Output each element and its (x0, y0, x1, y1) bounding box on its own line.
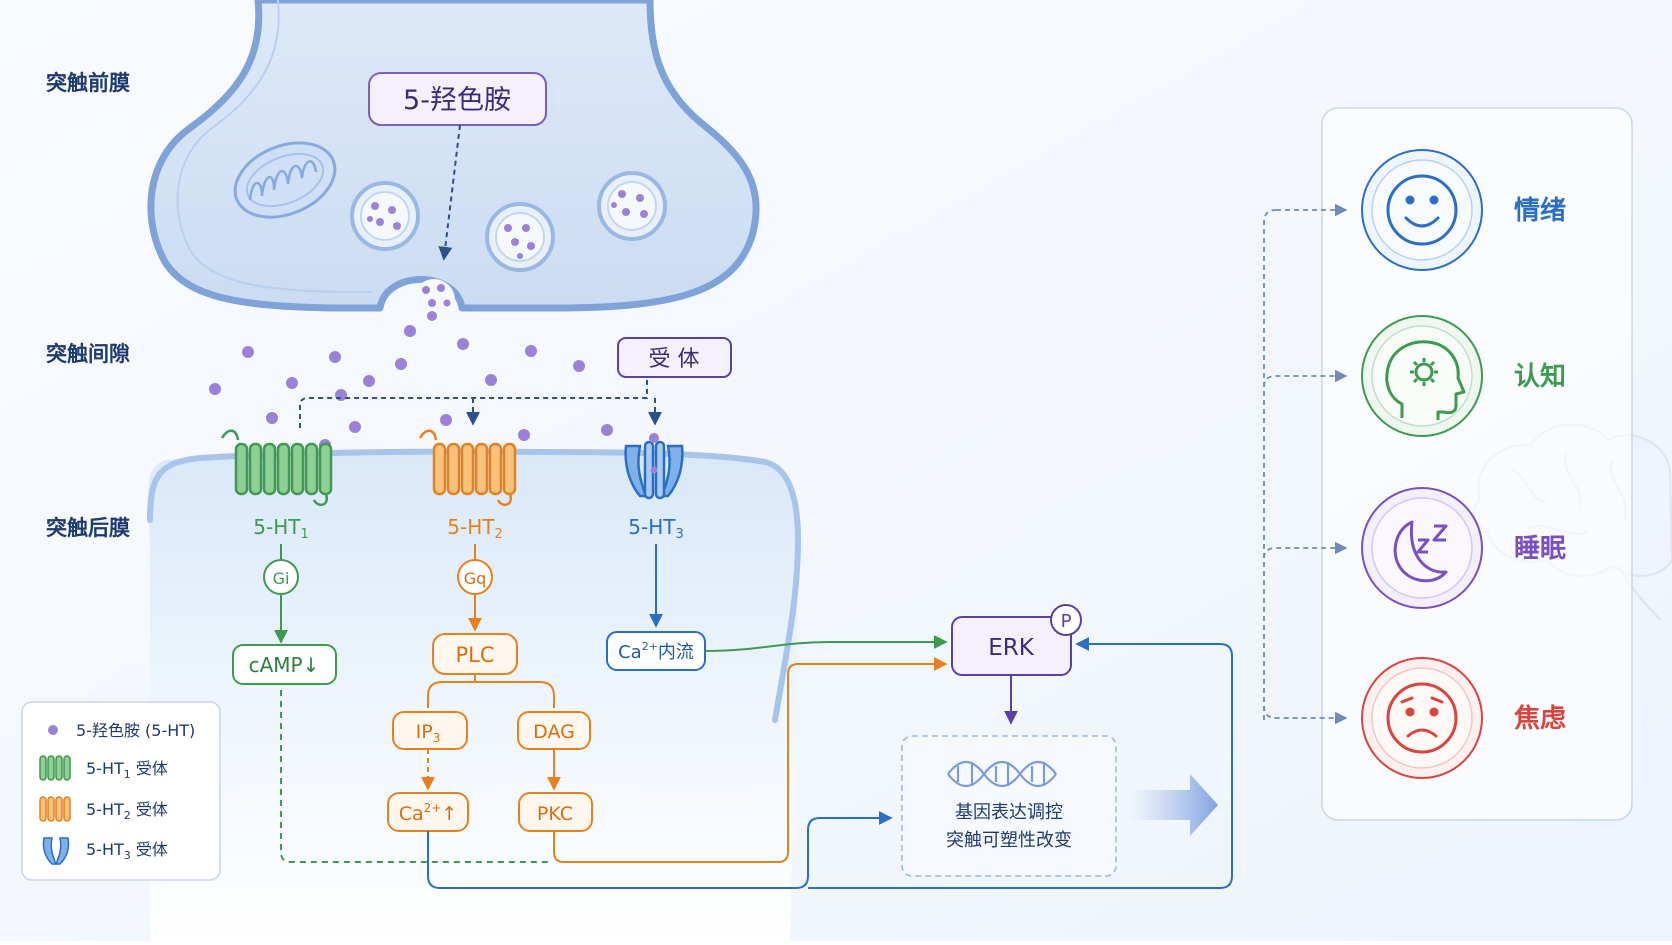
region-label-presynaptic: 突触前膜 (46, 71, 130, 95)
ht1-receptor-icon (220, 429, 333, 507)
gene-regulation-line1: 基因表达调控 (955, 802, 1063, 823)
ht1-receptor-name: 5-HT1 (253, 515, 308, 542)
outcome-connector-lines (1263, 203, 1348, 725)
receptor-pointer-lines (299, 377, 648, 428)
ca-influx-label: Ca2+内流 (618, 640, 694, 663)
ht2-receptor-name: 5-HT2 (447, 515, 502, 542)
smile-face-icon (1386, 174, 1458, 246)
legend-ht2-label: 5-HT2 受体 (86, 800, 168, 822)
gq-protein-label: Gq (464, 569, 487, 588)
outcome-sleep: 睡眠 (1361, 487, 1566, 609)
legend-box: 5-羟色胺 (5-HT) 5-HT1 受体 5-HT2 受体 5-HT3 受体 (21, 701, 221, 881)
erk-label: ERK (988, 635, 1035, 661)
ca-release-node: Ca2+↑ (387, 792, 469, 832)
ip3-node: IP3 (392, 711, 468, 750)
outcome-big-arrow (1130, 774, 1218, 836)
receptor-label-box: 受 体 (617, 337, 732, 378)
ca-influx-node: Ca2+内流 (606, 631, 706, 671)
phosphorylation-badge: P (1050, 604, 1082, 636)
ht3-receptor-name: 5-HT3 (628, 515, 683, 542)
region-label-cleft: 突触间隙 (46, 342, 130, 366)
camp-label: cAMP↓ (249, 653, 320, 677)
outcomes-panel (1321, 107, 1633, 821)
serotonin-label-box: 5-羟色胺 (368, 72, 547, 126)
outcome-cognition-label: 认知 (1514, 362, 1566, 392)
gene-regulation-line2: 突触可塑性改变 (946, 830, 1072, 851)
outcome-cognition: 认知 (1361, 315, 1566, 437)
camp-node: cAMP↓ (232, 644, 337, 685)
ip3-label: IP3 (416, 721, 441, 745)
ca-release-to-gene-line (427, 811, 893, 889)
legend-ht3-label: 5-HT3 受体 (86, 840, 168, 862)
phosphorylation-label: P (1061, 611, 1072, 632)
plc-branch-lines (427, 674, 555, 708)
synaptic-vesicle (485, 202, 555, 272)
serotonin-release-arrow (438, 124, 461, 261)
legend-ht1-icon (39, 755, 71, 781)
outcome-sleep-label: 睡眠 (1514, 534, 1566, 564)
gene-regulation-box: 基因表达调控 突触可塑性改变 (901, 735, 1117, 877)
outcome-anxiety: 焦虑 (1361, 657, 1566, 779)
ca-release-label: Ca2+↑ (399, 801, 458, 825)
feedback-loop-line (808, 637, 1233, 889)
moon-zz-icon (1393, 520, 1448, 583)
outcome-mood: 情绪 (1361, 149, 1566, 271)
pkc-label: PKC (537, 803, 573, 825)
ht2-receptor-icon (418, 429, 517, 507)
camp-to-gene-line (280, 690, 548, 863)
gi-protein-label: Gi (273, 569, 290, 588)
ca-influx-to-erk-line (704, 635, 948, 652)
pkc-to-erk-line (553, 657, 948, 863)
serotonin-molecules (209, 311, 613, 451)
dna-icon (947, 760, 1057, 788)
plc-label: PLC (455, 643, 494, 667)
outcome-mood-label: 情绪 (1514, 195, 1566, 226)
gi-protein-node: Gi (263, 559, 299, 595)
fusing-vesicle (413, 279, 455, 321)
head-gear-icon (1385, 340, 1466, 420)
ht3-receptor-icon (624, 433, 684, 500)
outcome-anxiety-label: 焦虑 (1514, 703, 1566, 734)
receptor-label: 受 体 (649, 347, 700, 372)
dag-label: DAG (533, 721, 575, 743)
legend-serotonin-label: 5-羟色胺 (5-HT) (76, 721, 195, 740)
pkc-node: PKC (518, 792, 593, 832)
legend-serotonin-icon (48, 725, 58, 735)
region-label-postsynaptic: 突触后膜 (46, 516, 130, 540)
legend-ht1-label: 5-HT1 受体 (86, 759, 168, 781)
plc-node: PLC (432, 633, 518, 675)
synaptic-vesicle (597, 171, 667, 241)
dag-node: DAG (517, 711, 591, 750)
legend-ht2-icon (39, 796, 71, 822)
worried-face-icon (1386, 682, 1458, 754)
gq-protein-node: Gq (457, 559, 493, 595)
legend-ht3-icon (42, 837, 70, 865)
mitochondrion-icon (233, 141, 337, 219)
synaptic-vesicle (350, 181, 420, 251)
serotonin-label: 5-羟色胺 (403, 85, 511, 116)
